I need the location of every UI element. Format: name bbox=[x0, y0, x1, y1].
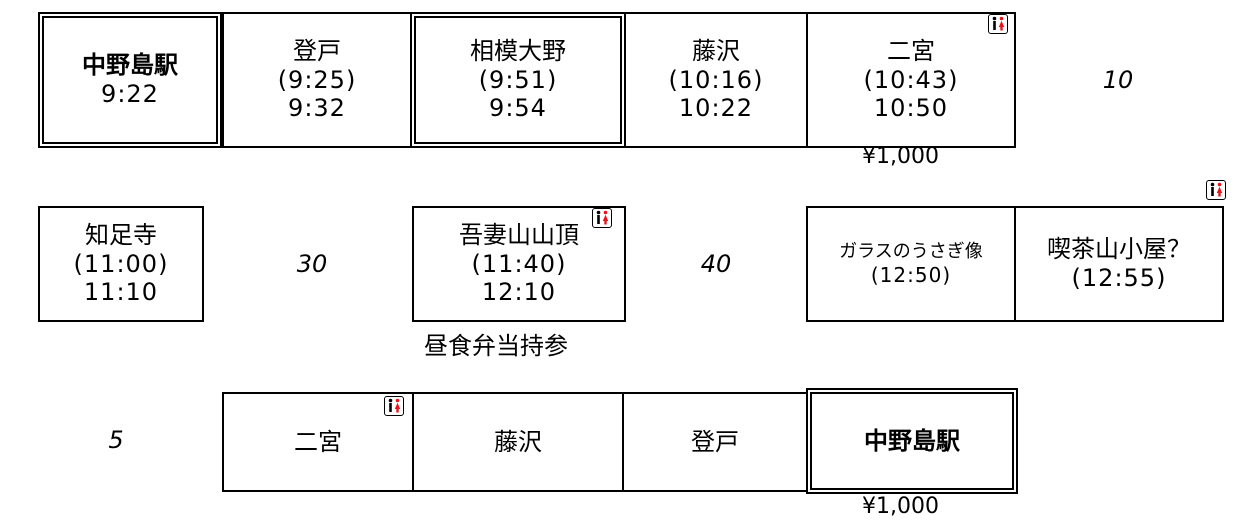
lunch-note: 昼食弁当持参 bbox=[424, 332, 568, 360]
stop-arrival: (11:00) bbox=[73, 249, 169, 278]
walk-minutes: 40 bbox=[700, 250, 732, 278]
stop-name: ガラスのうさぎ像 bbox=[839, 241, 983, 263]
stop-departure: 9:54 bbox=[489, 94, 547, 123]
stop-name: 喫茶山小屋？ bbox=[1047, 235, 1191, 264]
stop-arrival: (12:50) bbox=[870, 262, 952, 287]
stop-ninomiya: 二宮 (10:43) 10:50 bbox=[806, 12, 1016, 148]
stop-name: 登戸 bbox=[691, 427, 739, 456]
stop-departure: 9:32 bbox=[288, 94, 346, 123]
stop-noborito: 登戸 (9:25) 9:32 bbox=[222, 12, 412, 148]
stop-azumayama-summit: 吾妻山山頂 (11:40) 12:10 bbox=[412, 206, 626, 322]
fare: ¥1,000 bbox=[862, 144, 939, 169]
restroom-icon bbox=[592, 208, 612, 228]
stop-nakanoshima-end: 中野島駅 bbox=[806, 388, 1018, 494]
stop-departure: 11:10 bbox=[83, 278, 159, 307]
stop-arrival: (10:43) bbox=[863, 65, 959, 94]
stop-name: 藤沢 bbox=[692, 36, 740, 65]
stop-nakanoshima-start: 中野島駅 9:22 bbox=[38, 12, 222, 148]
walk-minutes: 5 bbox=[108, 426, 124, 454]
restroom-icon bbox=[988, 14, 1008, 34]
stop-fujisawa: 藤沢 (10:16) 10:22 bbox=[624, 12, 808, 148]
walk-minutes: 30 bbox=[296, 250, 328, 278]
stop-arrival: (12:55) bbox=[1071, 264, 1167, 292]
stop-name: 相模大野 bbox=[470, 36, 566, 65]
stop-arrival: (10:16) bbox=[668, 65, 764, 94]
walk-minutes: 10 bbox=[1102, 66, 1134, 94]
stop-arrival: (11:40) bbox=[471, 249, 567, 278]
stop-departure: 12:10 bbox=[481, 278, 557, 307]
stop-name: 吾妻山山頂 bbox=[459, 220, 579, 249]
stop-name: 二宮 bbox=[887, 36, 935, 65]
stop-name: 登戸 bbox=[293, 36, 341, 65]
stop-cafe-yamagoya: 喫茶山小屋？ (12:55) bbox=[1014, 206, 1224, 322]
restroom-icon bbox=[1206, 180, 1226, 200]
stop-name: 中野島駅 bbox=[864, 426, 960, 455]
fare: ¥1,000 bbox=[862, 494, 939, 519]
stop-ninomiya-return: 二宮 bbox=[222, 392, 414, 492]
stop-chisokuji: 知足寺 (11:00) 11:10 bbox=[38, 206, 204, 322]
stop-sagamiono: 相模大野 (9:51) 9:54 bbox=[410, 12, 626, 148]
stop-departure: 9:22 bbox=[101, 80, 159, 108]
stop-arrival: (9:51) bbox=[478, 65, 558, 94]
stop-departure: 10:50 bbox=[873, 94, 949, 123]
stop-fujisawa-return: 藤沢 bbox=[412, 392, 624, 492]
stop-name: 中野島駅 bbox=[82, 51, 178, 80]
restroom-icon bbox=[384, 396, 404, 416]
stop-departure: 10:22 bbox=[678, 94, 754, 123]
stop-name: 二宮 bbox=[294, 427, 342, 456]
stop-arrival: (9:25) bbox=[277, 65, 357, 94]
stop-name: 知足寺 bbox=[85, 220, 157, 249]
stop-noborito-return: 登戸 bbox=[622, 392, 808, 492]
stop-name: 藤沢 bbox=[494, 427, 542, 456]
stop-glass-rabbit-statue: ガラスのうさぎ像 (12:50) bbox=[806, 206, 1016, 322]
